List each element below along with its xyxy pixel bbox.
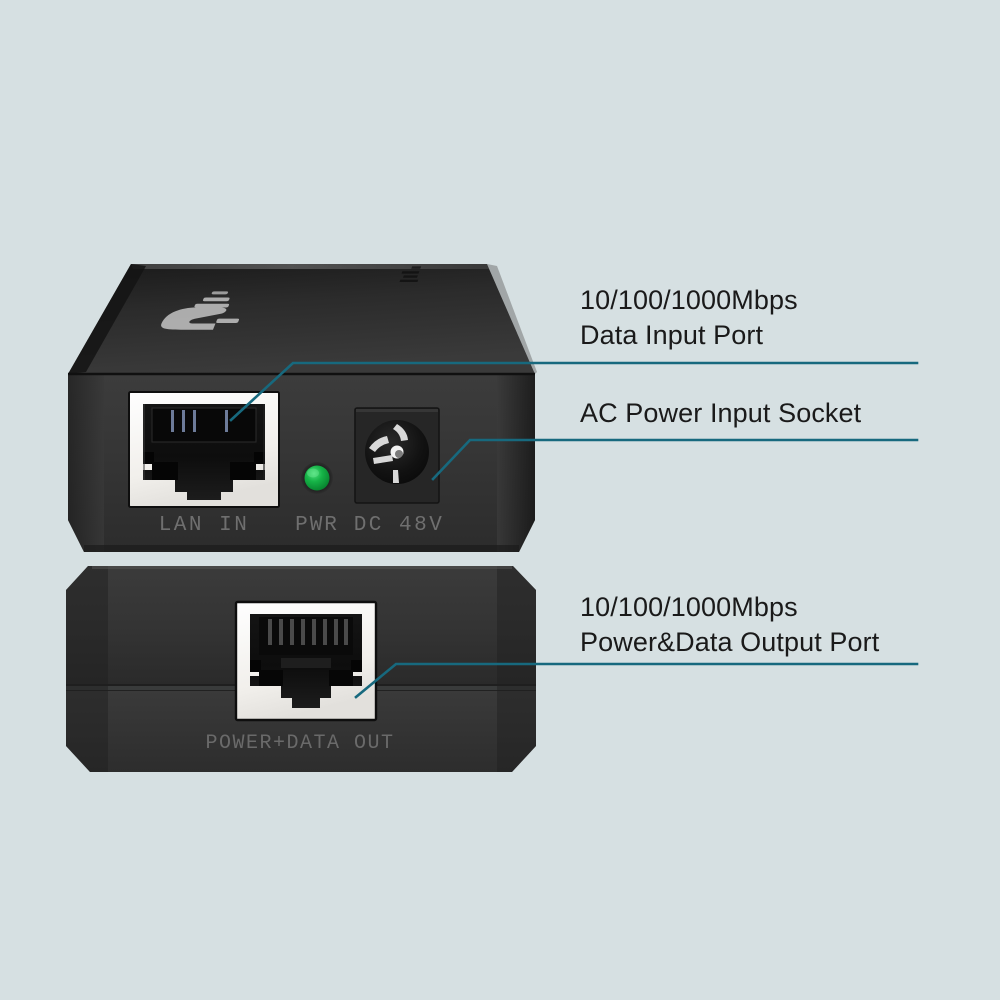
device-front-right-chamfer — [497, 374, 535, 552]
back-unit-left-bevel — [66, 566, 108, 772]
device-top-right-bevel — [487, 264, 537, 374]
power-data-out-contact-pins — [268, 619, 348, 645]
tp-link-logo — [161, 291, 240, 330]
back-unit-lower-body — [66, 690, 536, 772]
dc-in-socket[interactable] — [354, 407, 440, 504]
lan-in-label: LAN IN — [159, 514, 250, 537]
dc-socket-shroud — [369, 424, 408, 483]
poe-injector-front-view: LAN IN PWR — [68, 264, 537, 552]
device-top-left-bevel — [68, 264, 146, 374]
callout-label-power-data-output-port: 10/100/1000Mbps Power&Data Output Port — [580, 592, 880, 657]
lan-in-contact-pins — [171, 410, 228, 432]
callout-label-data-input-port: 10/100/1000Mbps Data Input Port — [580, 285, 798, 350]
device-front-left-chamfer — [68, 374, 104, 552]
callout-leader-lines — [229, 361, 919, 699]
back-unit-right-bevel — [497, 566, 536, 772]
callout-label-ac-power-input-socket: AC Power Input Socket — [580, 398, 862, 428]
device-top-face — [68, 264, 535, 374]
pwr-label: PWR — [295, 514, 339, 537]
callout-leader-ac-power — [431, 438, 919, 481]
poe-injector-back-view: POWER+DATA OUT — [66, 566, 536, 772]
device-top-edge-highlight — [131, 264, 489, 269]
dc-in-label: DC 48V — [354, 514, 445, 537]
regulatory-mark — [399, 266, 422, 283]
callout-leader-data-input — [229, 361, 919, 422]
callout-leader-output-port — [354, 662, 919, 699]
device-front-bottom-lip — [84, 545, 519, 552]
power-data-out-label: POWER+DATA OUT — [205, 732, 394, 755]
pwr-led-indicator — [301, 462, 333, 494]
power-data-out-port[interactable] — [234, 600, 378, 722]
lan-in-port[interactable] — [128, 391, 280, 508]
